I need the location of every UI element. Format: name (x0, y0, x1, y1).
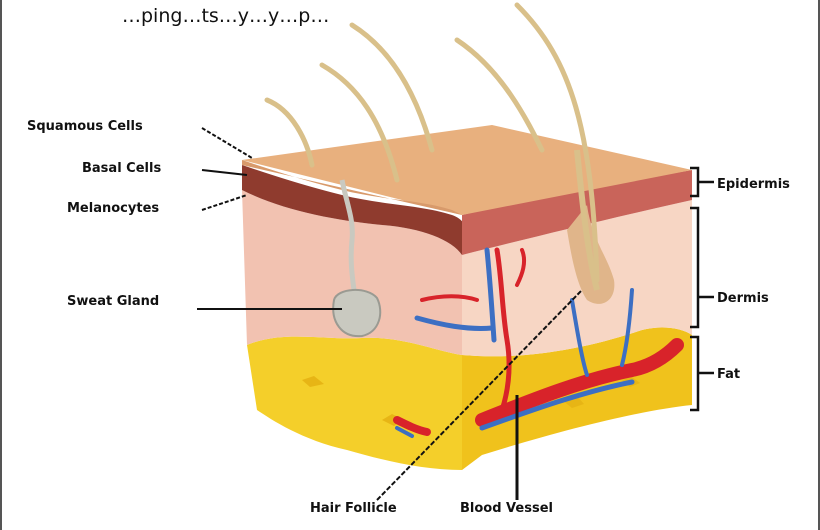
dermis-label: Dermis (717, 291, 769, 306)
blood-vessel-label: Blood Vessel (460, 501, 553, 516)
epidermis-label: Epidermis (717, 177, 790, 192)
sweat-gland-label: Sweat Gland (67, 294, 159, 309)
label-dermis: Dermis (690, 208, 769, 327)
squamous-cells-label: Squamous Cells (27, 119, 143, 134)
hair-follicle-label: Hair Follicle (310, 501, 397, 516)
label-melanocytes: Melanocytes (67, 195, 247, 216)
fat-label: Fat (717, 367, 740, 382)
label-squamous-cells: Squamous Cells (27, 119, 252, 158)
melanocytes-label: Melanocytes (67, 201, 159, 216)
header-text: …ping…ts…y…y…p… (122, 5, 329, 27)
label-fat: Fat (690, 337, 740, 410)
basal-cells-label: Basal Cells (82, 161, 161, 176)
label-epidermis: Epidermis (690, 168, 790, 196)
label-basal-cells: Basal Cells (82, 161, 247, 176)
